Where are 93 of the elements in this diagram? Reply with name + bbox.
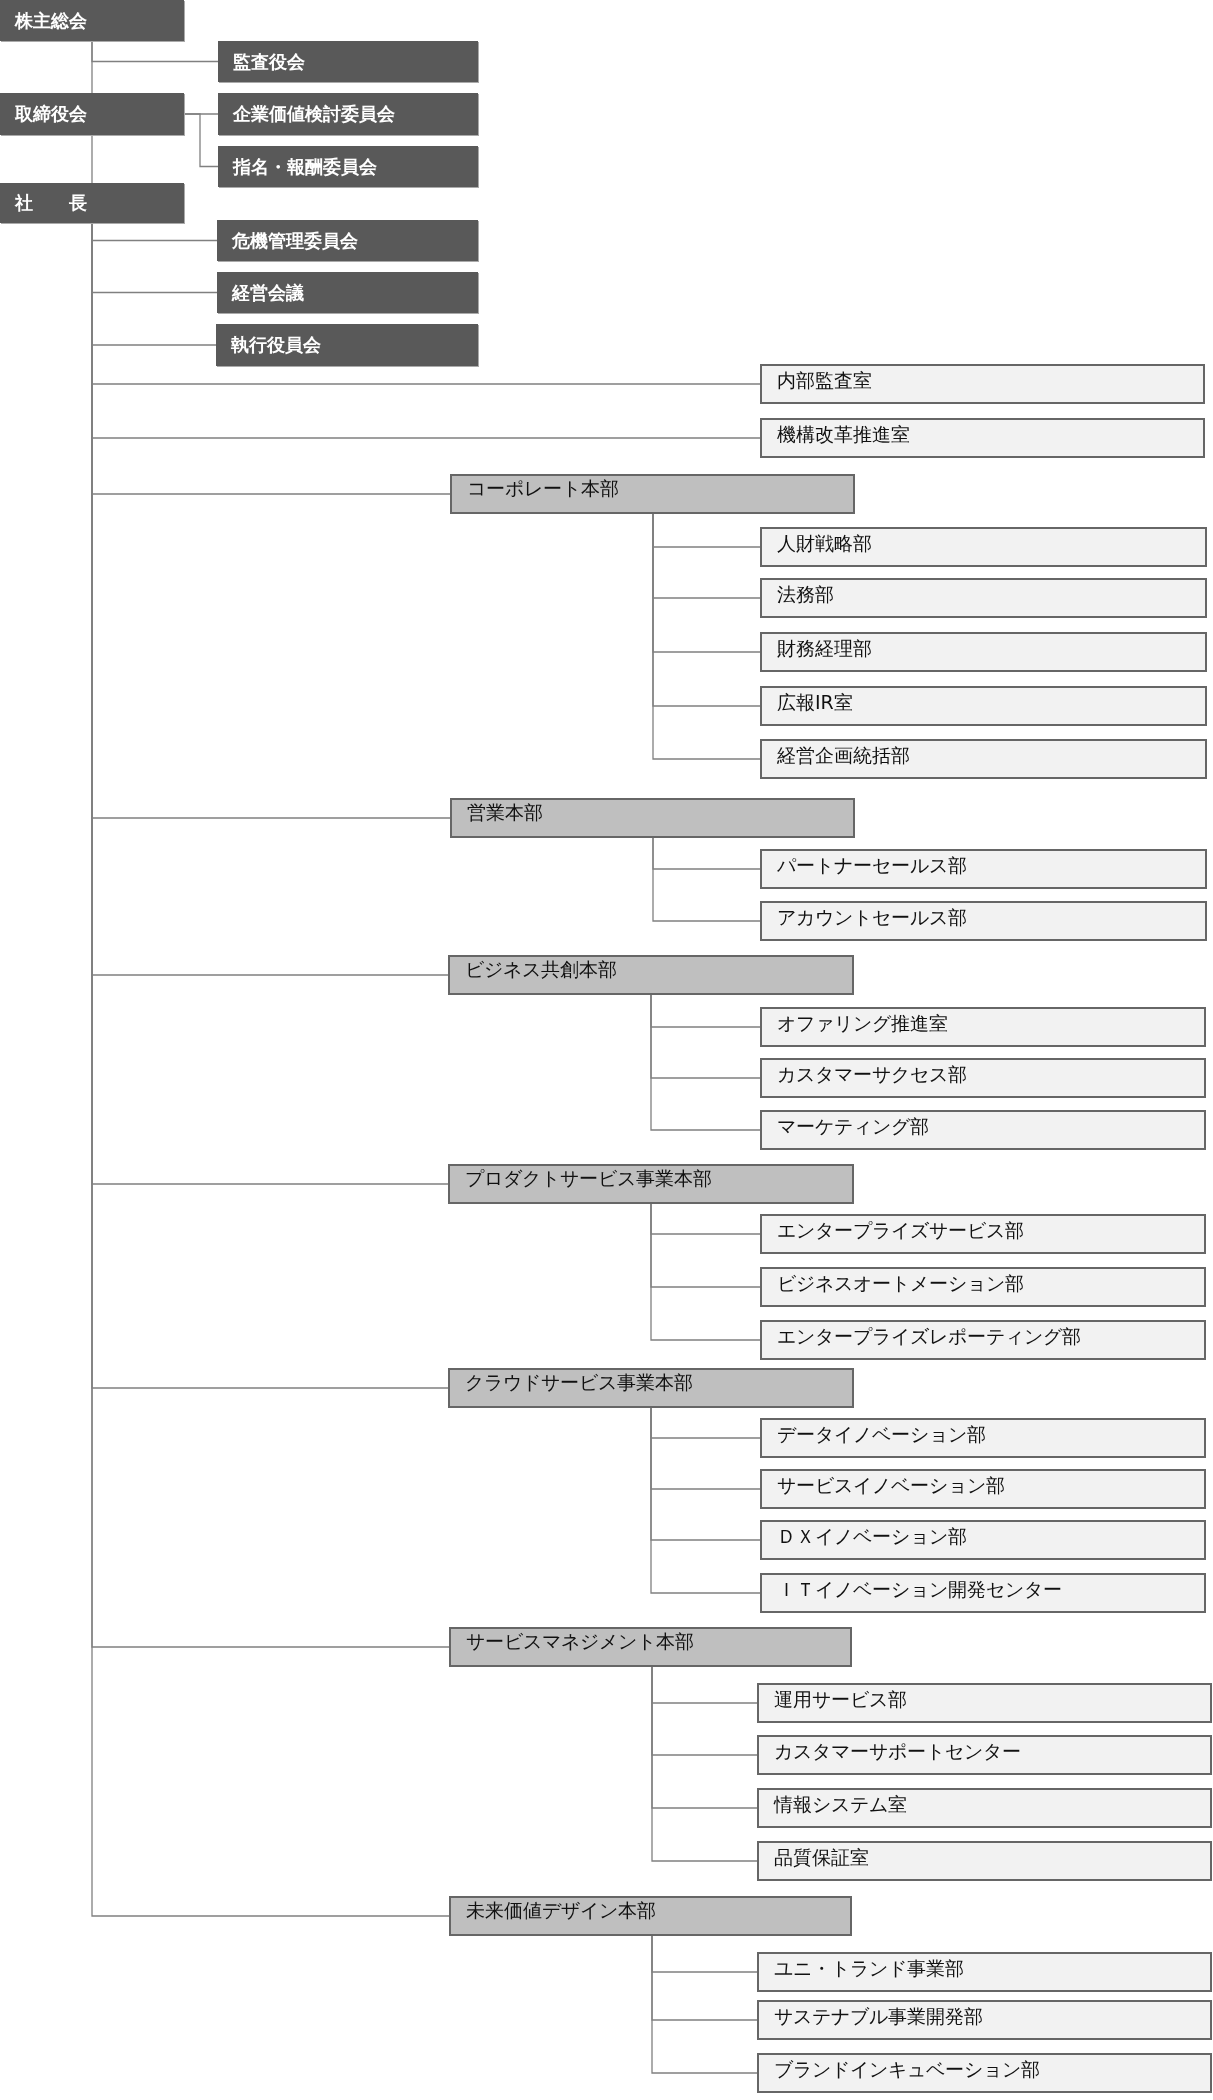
unit-name: 未来価値デザイン本部 — [466, 1898, 656, 1923]
division-box — [450, 474, 855, 514]
department-box — [757, 1735, 1212, 1775]
department-box — [760, 1418, 1206, 1458]
unit-name: コーポレート本部 — [467, 476, 619, 501]
unit-name: エンタープライズレポーティング部 — [777, 1324, 1081, 1349]
governance-box — [217, 272, 478, 313]
unit-name: 人財戦略部 — [777, 531, 872, 556]
department-box — [760, 578, 1207, 618]
unit-name: 経営会議 — [232, 280, 304, 305]
department-box — [760, 1110, 1206, 1150]
division-box — [448, 1164, 854, 1204]
unit-name: オファリング推進室 — [777, 1011, 948, 1036]
department-box — [760, 364, 1205, 404]
unit-name: ユニ・トランド事業部 — [774, 1956, 964, 1981]
department-box — [760, 686, 1207, 726]
governance-box — [218, 146, 478, 187]
division-box — [448, 955, 854, 995]
unit-name: 社 長 — [15, 191, 87, 215]
department-box — [760, 1320, 1206, 1360]
unit-name: 機構改革推進室 — [777, 422, 910, 447]
connector-line — [651, 1666, 758, 1862]
department-box — [760, 1267, 1206, 1307]
department-box — [760, 418, 1205, 458]
connector-line — [183, 113, 219, 168]
unit-name: データイノベーション部 — [777, 1422, 986, 1447]
division-box — [449, 1896, 852, 1936]
unit-name: 広報IR室 — [777, 690, 853, 715]
department-box — [760, 1573, 1206, 1613]
department-box — [760, 849, 1207, 889]
unit-name: エンタープライズサービス部 — [777, 1218, 1024, 1243]
department-box — [757, 1683, 1212, 1723]
unit-name: クラウドサービス事業本部 — [465, 1370, 693, 1395]
department-box — [760, 739, 1207, 779]
unit-name: 監査役会 — [233, 49, 305, 74]
department-box — [760, 1214, 1206, 1254]
unit-name: 執行役員会 — [231, 333, 321, 357]
governance-box — [0, 0, 184, 41]
unit-name: プロダクトサービス事業本部 — [465, 1166, 712, 1191]
department-box — [760, 1520, 1206, 1560]
connector-line — [650, 994, 761, 1131]
department-box — [757, 1841, 1212, 1881]
department-box — [757, 2000, 1212, 2040]
governance-box — [216, 324, 478, 366]
department-box — [760, 1469, 1206, 1509]
unit-name: 危機管理委員会 — [232, 228, 358, 253]
connector-line — [91, 40, 93, 94]
department-box — [760, 901, 1207, 941]
governance-box — [0, 183, 184, 223]
unit-name: パートナーセールス部 — [777, 853, 967, 878]
unit-name: 品質保証室 — [774, 1845, 869, 1870]
unit-name: 指名・報酬委員会 — [233, 154, 377, 179]
governance-box — [0, 93, 184, 135]
unit-name: 株主総会 — [15, 8, 87, 33]
connector-line — [650, 1203, 761, 1341]
connector-line — [650, 1407, 761, 1594]
unit-name: カスタマーサポートセンター — [774, 1739, 1021, 1764]
unit-name: ビジネス共創本部 — [465, 957, 617, 982]
unit-name: 内部監査室 — [777, 368, 872, 393]
unit-name: ＤＸイノベーション部 — [777, 1524, 967, 1549]
department-box — [760, 1058, 1206, 1098]
unit-name: 経営企画統括部 — [777, 743, 910, 768]
unit-name: マーケティング部 — [777, 1114, 929, 1139]
unit-name: 取締役会 — [15, 102, 87, 126]
connector-line — [652, 837, 761, 922]
unit-name: 財務経理部 — [777, 636, 872, 661]
governance-box — [218, 41, 478, 82]
unit-name: 企業価値検討委員会 — [233, 102, 395, 126]
connector-line — [91, 134, 93, 184]
unit-name: ビジネスオートメーション部 — [777, 1271, 1024, 1296]
unit-name: 運用サービス部 — [774, 1687, 907, 1712]
unit-name: ＩＴイノベーション開発センター — [777, 1577, 1062, 1602]
department-box — [760, 527, 1207, 567]
unit-name: アカウントセールス部 — [777, 905, 967, 930]
department-box — [757, 1788, 1212, 1828]
governance-box — [218, 93, 478, 135]
department-box — [757, 2053, 1212, 2093]
unit-name: サービスマネジメント本部 — [466, 1629, 694, 1654]
division-box — [448, 1368, 854, 1408]
division-box — [450, 798, 855, 838]
unit-name: サービスイノベーション部 — [777, 1473, 1005, 1498]
unit-name: サステナブル事業開発部 — [774, 2004, 983, 2029]
division-box — [449, 1627, 852, 1667]
unit-name: 法務部 — [777, 582, 834, 607]
department-box — [760, 1007, 1206, 1047]
department-box — [760, 632, 1207, 672]
unit-name: 営業本部 — [467, 800, 543, 825]
governance-box — [217, 220, 478, 261]
department-box — [757, 1952, 1212, 1992]
unit-name: カスタマーサクセス部 — [777, 1062, 967, 1087]
unit-name: 情報システム室 — [774, 1792, 907, 1817]
connector-line — [651, 1935, 758, 2074]
unit-name: ブランドインキュベーション部 — [774, 2057, 1040, 2082]
